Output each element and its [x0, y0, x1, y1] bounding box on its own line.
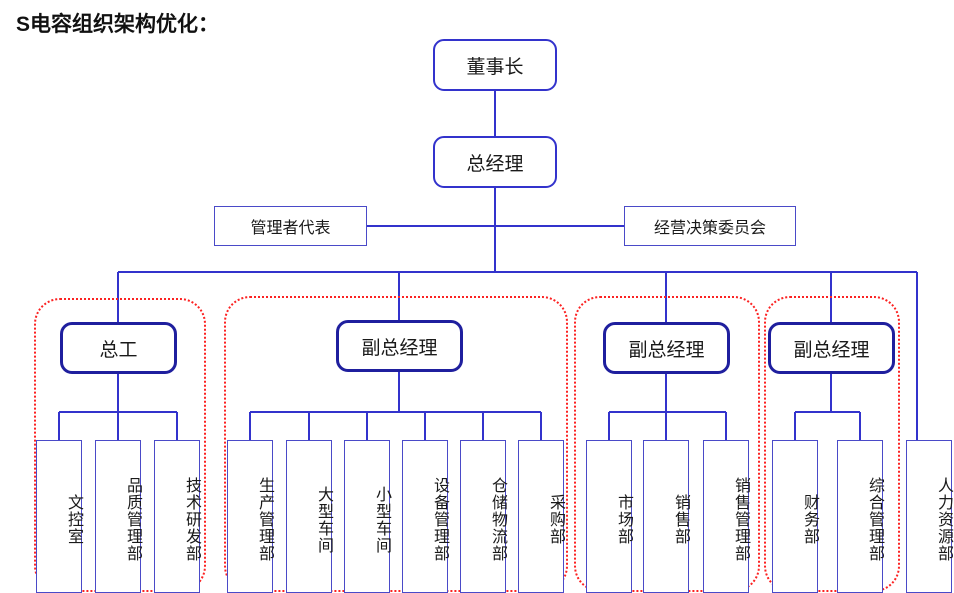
node-department-label: 财务部	[801, 494, 818, 545]
node-department-label: 仓储物流部	[489, 477, 506, 562]
node-department-wenkongshi[interactable]: 文控室	[36, 440, 82, 593]
node-division-head-4-label: 副总经理	[793, 339, 870, 361]
node-department-small-workshop[interactable]: 小型车间	[344, 440, 390, 593]
node-department-large-workshop[interactable]: 大型车间	[286, 440, 332, 593]
node-division-head-admin[interactable]: 副总经理	[768, 322, 895, 374]
node-division-head-3-label: 副总经理	[628, 339, 705, 361]
node-department-warehouse-logistics[interactable]: 仓储物流部	[460, 440, 506, 593]
node-department-sales[interactable]: 销售部	[643, 440, 689, 593]
node-general-manager-label: 总经理	[466, 153, 524, 175]
node-department-human-resources[interactable]: 人力资源部	[906, 440, 952, 593]
node-chairman[interactable]: 董事长	[433, 39, 557, 91]
node-department-quality-management[interactable]: 品质管理部	[95, 440, 141, 593]
node-chairman-label: 董事长	[466, 56, 524, 78]
node-department-equipment-management[interactable]: 设备管理部	[402, 440, 448, 593]
node-department-label: 销售部	[672, 494, 689, 545]
node-department-label: 综合管理部	[866, 477, 883, 562]
node-division-head-chief-engineer[interactable]: 总工	[60, 322, 177, 374]
node-general-manager[interactable]: 总经理	[433, 136, 557, 188]
node-department-procurement[interactable]: 采购部	[518, 440, 564, 593]
node-department-label: 采购部	[547, 494, 564, 545]
node-department-label: 品质管理部	[124, 477, 141, 562]
node-department-label: 技术研发部	[183, 477, 200, 562]
node-division-head-sales[interactable]: 副总经理	[603, 322, 730, 374]
node-division-head-production[interactable]: 副总经理	[336, 320, 463, 372]
node-decision-committee-label: 经营决策委员会	[653, 220, 766, 237]
node-management-representative-label: 管理者代表	[250, 220, 331, 237]
node-department-finance[interactable]: 财务部	[772, 440, 818, 593]
node-department-sales-management[interactable]: 销售管理部	[703, 440, 749, 593]
node-department-label: 人力资源部	[935, 477, 952, 562]
node-department-label: 生产管理部	[256, 477, 273, 562]
node-department-label: 设备管理部	[431, 477, 448, 562]
node-decision-committee[interactable]: 经营决策委员会	[624, 206, 796, 246]
node-management-representative[interactable]: 管理者代表	[214, 206, 367, 246]
node-department-label: 销售管理部	[732, 477, 749, 562]
node-department-technology-rd[interactable]: 技术研发部	[154, 440, 200, 593]
node-department-production-management[interactable]: 生产管理部	[227, 440, 273, 593]
node-department-label: 小型车间	[373, 485, 390, 554]
division-group-outline-2	[224, 296, 568, 592]
node-division-head-2-label: 副总经理	[361, 337, 438, 359]
node-department-general-administration[interactable]: 综合管理部	[837, 440, 883, 593]
node-division-head-1-label: 总工	[99, 339, 138, 361]
division-group-outline-4	[764, 296, 900, 592]
node-department-label: 文控室	[65, 494, 82, 545]
node-department-label: 大型车间	[315, 485, 332, 554]
node-department-label: 市场部	[615, 494, 632, 545]
page-title: S电容组织架构优化：	[16, 13, 220, 36]
node-department-marketing[interactable]: 市场部	[586, 440, 632, 593]
